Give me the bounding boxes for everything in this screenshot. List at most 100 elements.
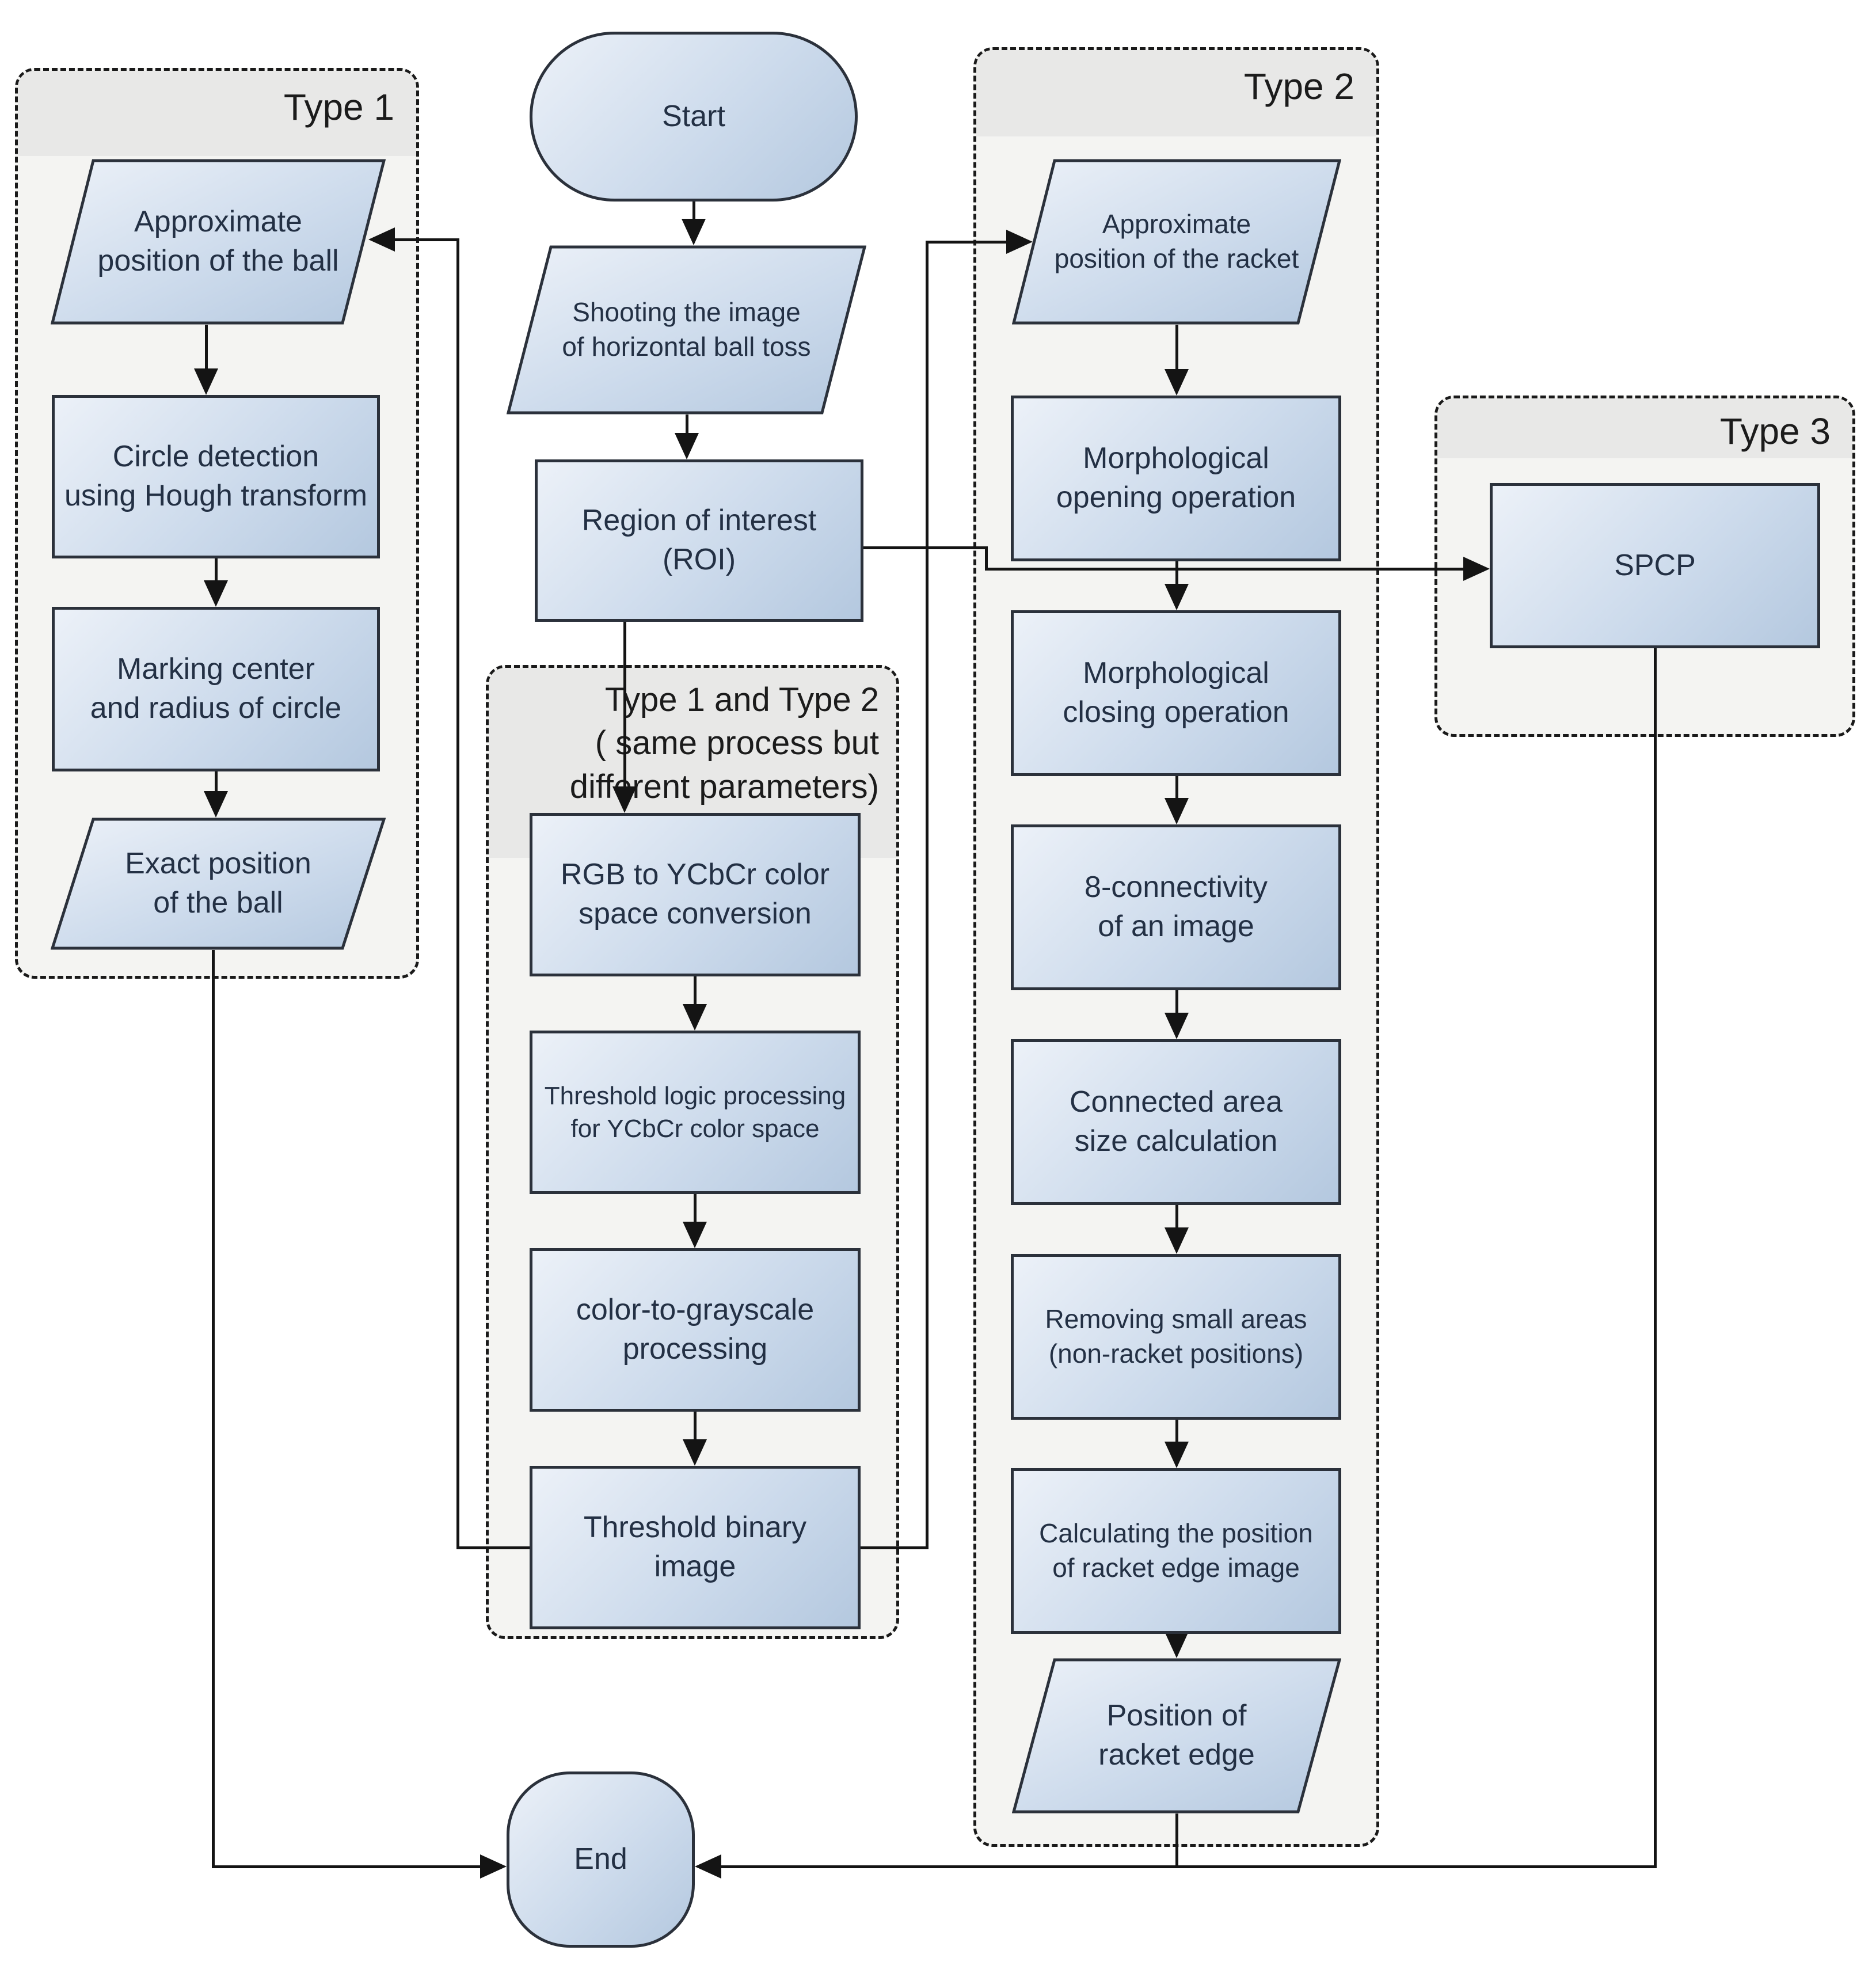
node-threshold-binary-label: Threshold binary image [583, 1511, 807, 1583]
arrowhead-binary-ball [368, 227, 395, 252]
group-type1-label: Type 1 [283, 86, 394, 128]
connector-shooting-roi [686, 415, 688, 435]
connector-binary-ball-seg2 [456, 238, 459, 1549]
connector-thresholdlogic-grayscale [694, 1194, 697, 1224]
arrowhead-racket-open [1165, 369, 1189, 396]
connector-spcp-end-seg2 [719, 1865, 1657, 1868]
connector-open-close [1175, 561, 1178, 586]
connector-rgb-thresholdlogic [694, 976, 697, 1006]
node-start-label: Start [662, 99, 725, 133]
group-type3-header [1437, 398, 1852, 458]
connector-close-conn8 [1175, 776, 1178, 800]
connector-conn8-area [1175, 990, 1178, 1014]
arrowhead-start-shooting [682, 219, 706, 245]
node-shooting: Shooting the image of horizontal ball to… [507, 245, 866, 415]
parallelogram-shape [1012, 1658, 1341, 1814]
node-roi-label: Region of interest (ROI) [581, 504, 817, 576]
parallelogram-shape [507, 245, 866, 415]
group-type2-label: Type 2 [1243, 66, 1354, 107]
node-spcp: SPCP [1490, 483, 1820, 648]
node-morph-open-label: Morphological opening operation [1056, 442, 1296, 514]
node-position-racket-edge: Position of racket edge [1012, 1658, 1341, 1814]
node-morph-close: Morphological closing operation [1011, 610, 1341, 776]
arrowhead-conn8-area [1165, 1013, 1189, 1039]
group-type1-header [18, 71, 416, 156]
connector-start-shooting [692, 202, 695, 221]
arrowhead-marking-exact [204, 791, 228, 818]
node-threshold-logic-label: Threshold logic processing for YCbCr col… [544, 1081, 846, 1143]
node-position-racket-edge-label: Position of racket edge [1098, 1699, 1255, 1771]
node-marking-center: Marking center and radius of circle [52, 607, 380, 771]
connector-binary-racket-seg1 [861, 1546, 929, 1549]
node-morph-open: Morphological opening operation [1011, 396, 1341, 561]
node-approx-ball: Approximate position of the ball [51, 159, 386, 325]
arrowhead-calc-edge [1165, 1632, 1189, 1658]
connector-binary-ball-seg3 [393, 238, 459, 241]
connector-edge-end [1175, 1814, 1178, 1868]
node-calc-racket-edge: Calculating the position of racket edge … [1011, 1468, 1341, 1634]
arrowhead-grayscale-thresholdbinary [683, 1439, 707, 1466]
node-threshold-logic: Threshold logic processing for YCbCr col… [530, 1031, 861, 1194]
arrowhead-shooting-roi [675, 433, 699, 459]
arrowhead-open-close [1165, 584, 1189, 610]
node-grayscale-label: color-to-grayscale processing [576, 1293, 815, 1366]
arrowhead-ball-circle [194, 368, 218, 395]
arrowhead-thresholdlogic-grayscale [683, 1222, 707, 1248]
node-start: Start [530, 32, 858, 202]
arrowhead-rgb-thresholdlogic [683, 1004, 707, 1031]
arrowhead-area-removing [1165, 1227, 1189, 1254]
node-end-label: End [574, 1842, 627, 1876]
connector-racket-open [1175, 325, 1178, 371]
parallelogram-shape [51, 159, 386, 325]
node-rgb-ycbcr-label: RGB to YCbCr color space conversion [560, 858, 830, 930]
group-type1-and-type2-label: Type 1 and Type 2 ( same process but dif… [569, 681, 879, 805]
arrowhead-removing-calc [1165, 1442, 1189, 1468]
node-removing-small: Removing small areas (non-racket positio… [1011, 1254, 1341, 1420]
connector-circle-marking [215, 558, 218, 583]
node-approx-racket-label: Approximate position of the racket [1054, 209, 1299, 273]
node-grayscale: color-to-grayscale processing [530, 1248, 861, 1412]
node-removing-small-label: Removing small areas (non-racket positio… [1045, 1304, 1307, 1368]
node-exact-ball-label: Exact position of the ball [125, 847, 311, 919]
node-calc-racket-edge-label: Calculating the position of racket edge … [1039, 1518, 1313, 1583]
arrowhead-roi-rgb [612, 786, 637, 813]
connector-roi-spcp-seg3 [985, 568, 1467, 571]
arrowhead-close-conn8 [1165, 798, 1189, 824]
connector-roi-rgb [623, 622, 626, 789]
node-exact-ball: Exact position of the ball [51, 818, 386, 950]
connector-binary-racket-seg2 [926, 241, 929, 1549]
node-circle-detection: Circle detection using Hough transform [52, 395, 380, 558]
connector-exact-end-seg2 [212, 1865, 484, 1868]
node-rgb-ycbcr: RGB to YCbCr color space conversion [530, 813, 861, 976]
connector-grayscale-thresholdbinary [694, 1412, 697, 1442]
node-approx-racket: Approximate position of the racket [1012, 159, 1341, 325]
connector-spcp-end-seg1 [1654, 648, 1657, 1868]
arrowhead-circle-marking [204, 580, 228, 607]
parallelogram-shape [1012, 159, 1341, 325]
connector-binary-ball-seg1 [456, 1546, 531, 1549]
arrowhead-roi-spcp [1463, 557, 1490, 581]
node-shooting-label: Shooting the image of horizontal ball to… [562, 297, 811, 362]
connector-marking-exact [215, 771, 218, 793]
group-type2-header [976, 50, 1376, 136]
node-morph-close-label: Morphological closing operation [1063, 656, 1289, 729]
connector-removing-calc [1175, 1420, 1178, 1444]
node-approx-ball-label: Approximate position of the ball [97, 205, 339, 277]
arrowhead-spcp-end [695, 1854, 721, 1879]
node-spcp-label: SPCP [1614, 548, 1696, 582]
node-connected-area-label: Connected area size calculation [1069, 1085, 1283, 1158]
node-threshold-binary: Threshold binary image [530, 1466, 861, 1629]
node-circle-detection-label: Circle detection using Hough transform [64, 440, 368, 512]
node-connected-area: Connected area size calculation [1011, 1039, 1341, 1205]
node-connectivity8: 8-connectivity of an image [1011, 824, 1341, 990]
node-end: End [507, 1771, 695, 1948]
node-connectivity8-label: 8-connectivity of an image [1084, 870, 1268, 943]
parallelogram-shape [51, 818, 386, 950]
arrowhead-binary-racket [1006, 230, 1033, 254]
node-marking-center-label: Marking center and radius of circle [90, 652, 342, 725]
connector-area-removing [1175, 1205, 1178, 1229]
arrowhead-exact-end [480, 1854, 507, 1879]
node-roi: Region of interest (ROI) [535, 459, 863, 622]
group-type3-label: Type 3 [1719, 410, 1831, 452]
